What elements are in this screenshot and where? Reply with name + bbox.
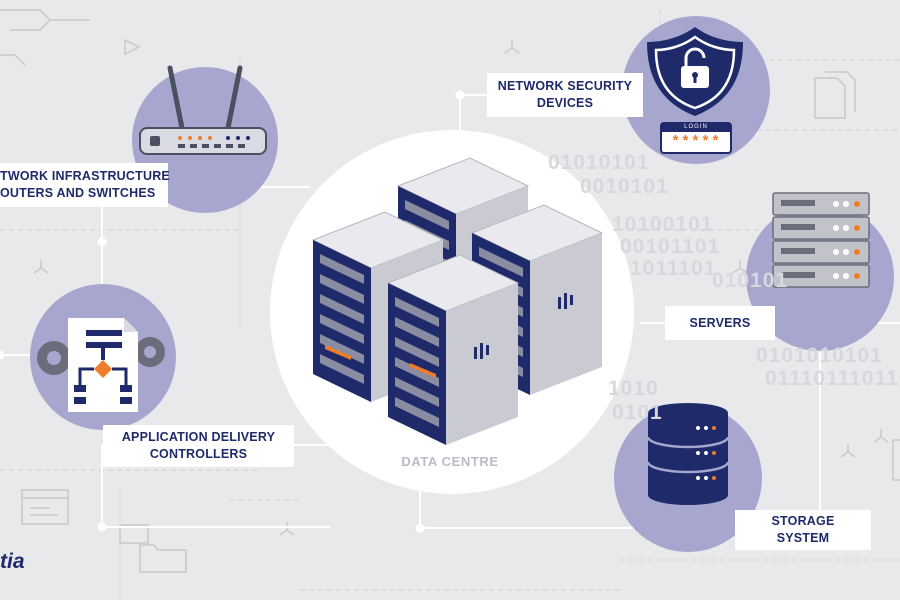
page-icon (892, 439, 900, 481)
binary-text: 1010 (608, 377, 659, 400)
label-network-security: NETWORK SECURITY DEVICES (487, 73, 643, 117)
flowchart-document-icon (68, 318, 138, 412)
gear-icon (37, 337, 165, 375)
document-icon (814, 71, 856, 119)
database-icon (646, 403, 730, 505)
data-centre-label: DATA CENTRE (401, 454, 499, 469)
label-storage: STORAGE SYSTEM (735, 510, 871, 550)
binary-text: 0101 (612, 401, 663, 424)
folder-icon (119, 524, 187, 573)
server-rack-icon (772, 192, 870, 288)
decorative-marks (0, 9, 889, 536)
label-application-delivery: APPLICATION DELIVERY CONTROLLERS (103, 425, 294, 467)
binary-text: 01010101 (548, 151, 650, 174)
binary-text: 010101 (712, 269, 789, 292)
login-caption: LOGIN (684, 124, 708, 130)
shield-lock-icon (647, 27, 743, 116)
login-panel-icon (660, 122, 732, 154)
binary-text: 10100101 (612, 213, 714, 236)
brand-logo: tia (0, 550, 25, 573)
label-servers: SERVERS (665, 306, 775, 340)
data-centre-servers-icon (312, 157, 603, 446)
label-network-infrastructure: TWORK INFRASTRUCTURE OUTERS AND SWITCHES (0, 163, 170, 207)
binary-text: 0010101 (580, 175, 669, 198)
binary-text: 00101101 (620, 235, 721, 258)
binary-text: 0101010101 (756, 344, 883, 367)
window-icon (21, 489, 69, 525)
binary-text: 01110111011 (765, 367, 899, 390)
router-icon (139, 65, 267, 155)
binary-text: 1011101 (630, 257, 717, 280)
password-mask: ***** (670, 134, 721, 151)
